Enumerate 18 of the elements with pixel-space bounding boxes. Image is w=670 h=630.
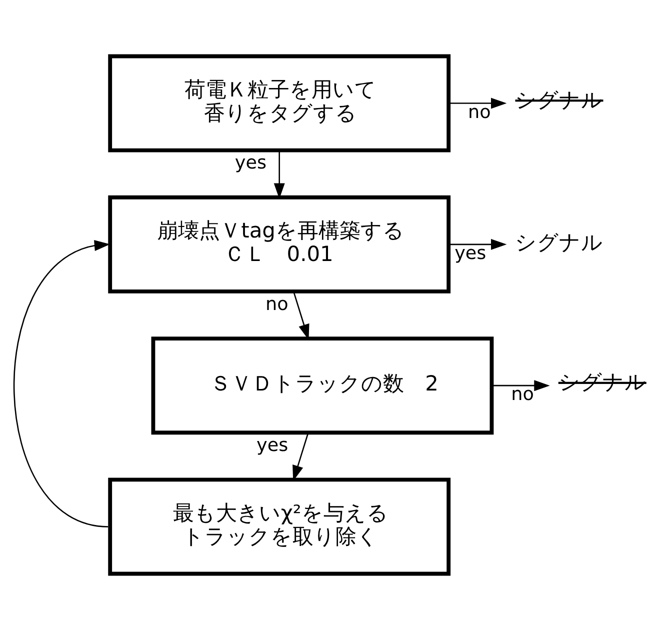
node-box: ＳＶＤトラックの数 2 — [151, 336, 494, 435]
edge-label: no — [511, 384, 534, 406]
node-text: シグナル — [515, 88, 604, 112]
arrow — [292, 291, 310, 340]
node-box: 崩壊点Ｖtagを再構築する ＣＬ 0.01 — [108, 195, 451, 294]
node-box: 荷電Ｋ粒子を用いて香りをタグする — [108, 54, 451, 152]
edge-label: no — [266, 294, 288, 315]
edge-label: yes — [454, 243, 486, 264]
node-box: 最も大きいχ²を与えるトラックを取り除く — [108, 478, 451, 576]
edge-label: no — [468, 102, 491, 123]
node-text: シグナル — [558, 370, 646, 394]
edge-label: yes — [234, 152, 266, 174]
node-text: シグナル — [515, 230, 604, 254]
arrow — [448, 98, 507, 109]
edge-label: yes — [256, 434, 288, 456]
arrow — [492, 380, 550, 392]
arrow — [14, 240, 110, 528]
arrow — [448, 238, 507, 250]
